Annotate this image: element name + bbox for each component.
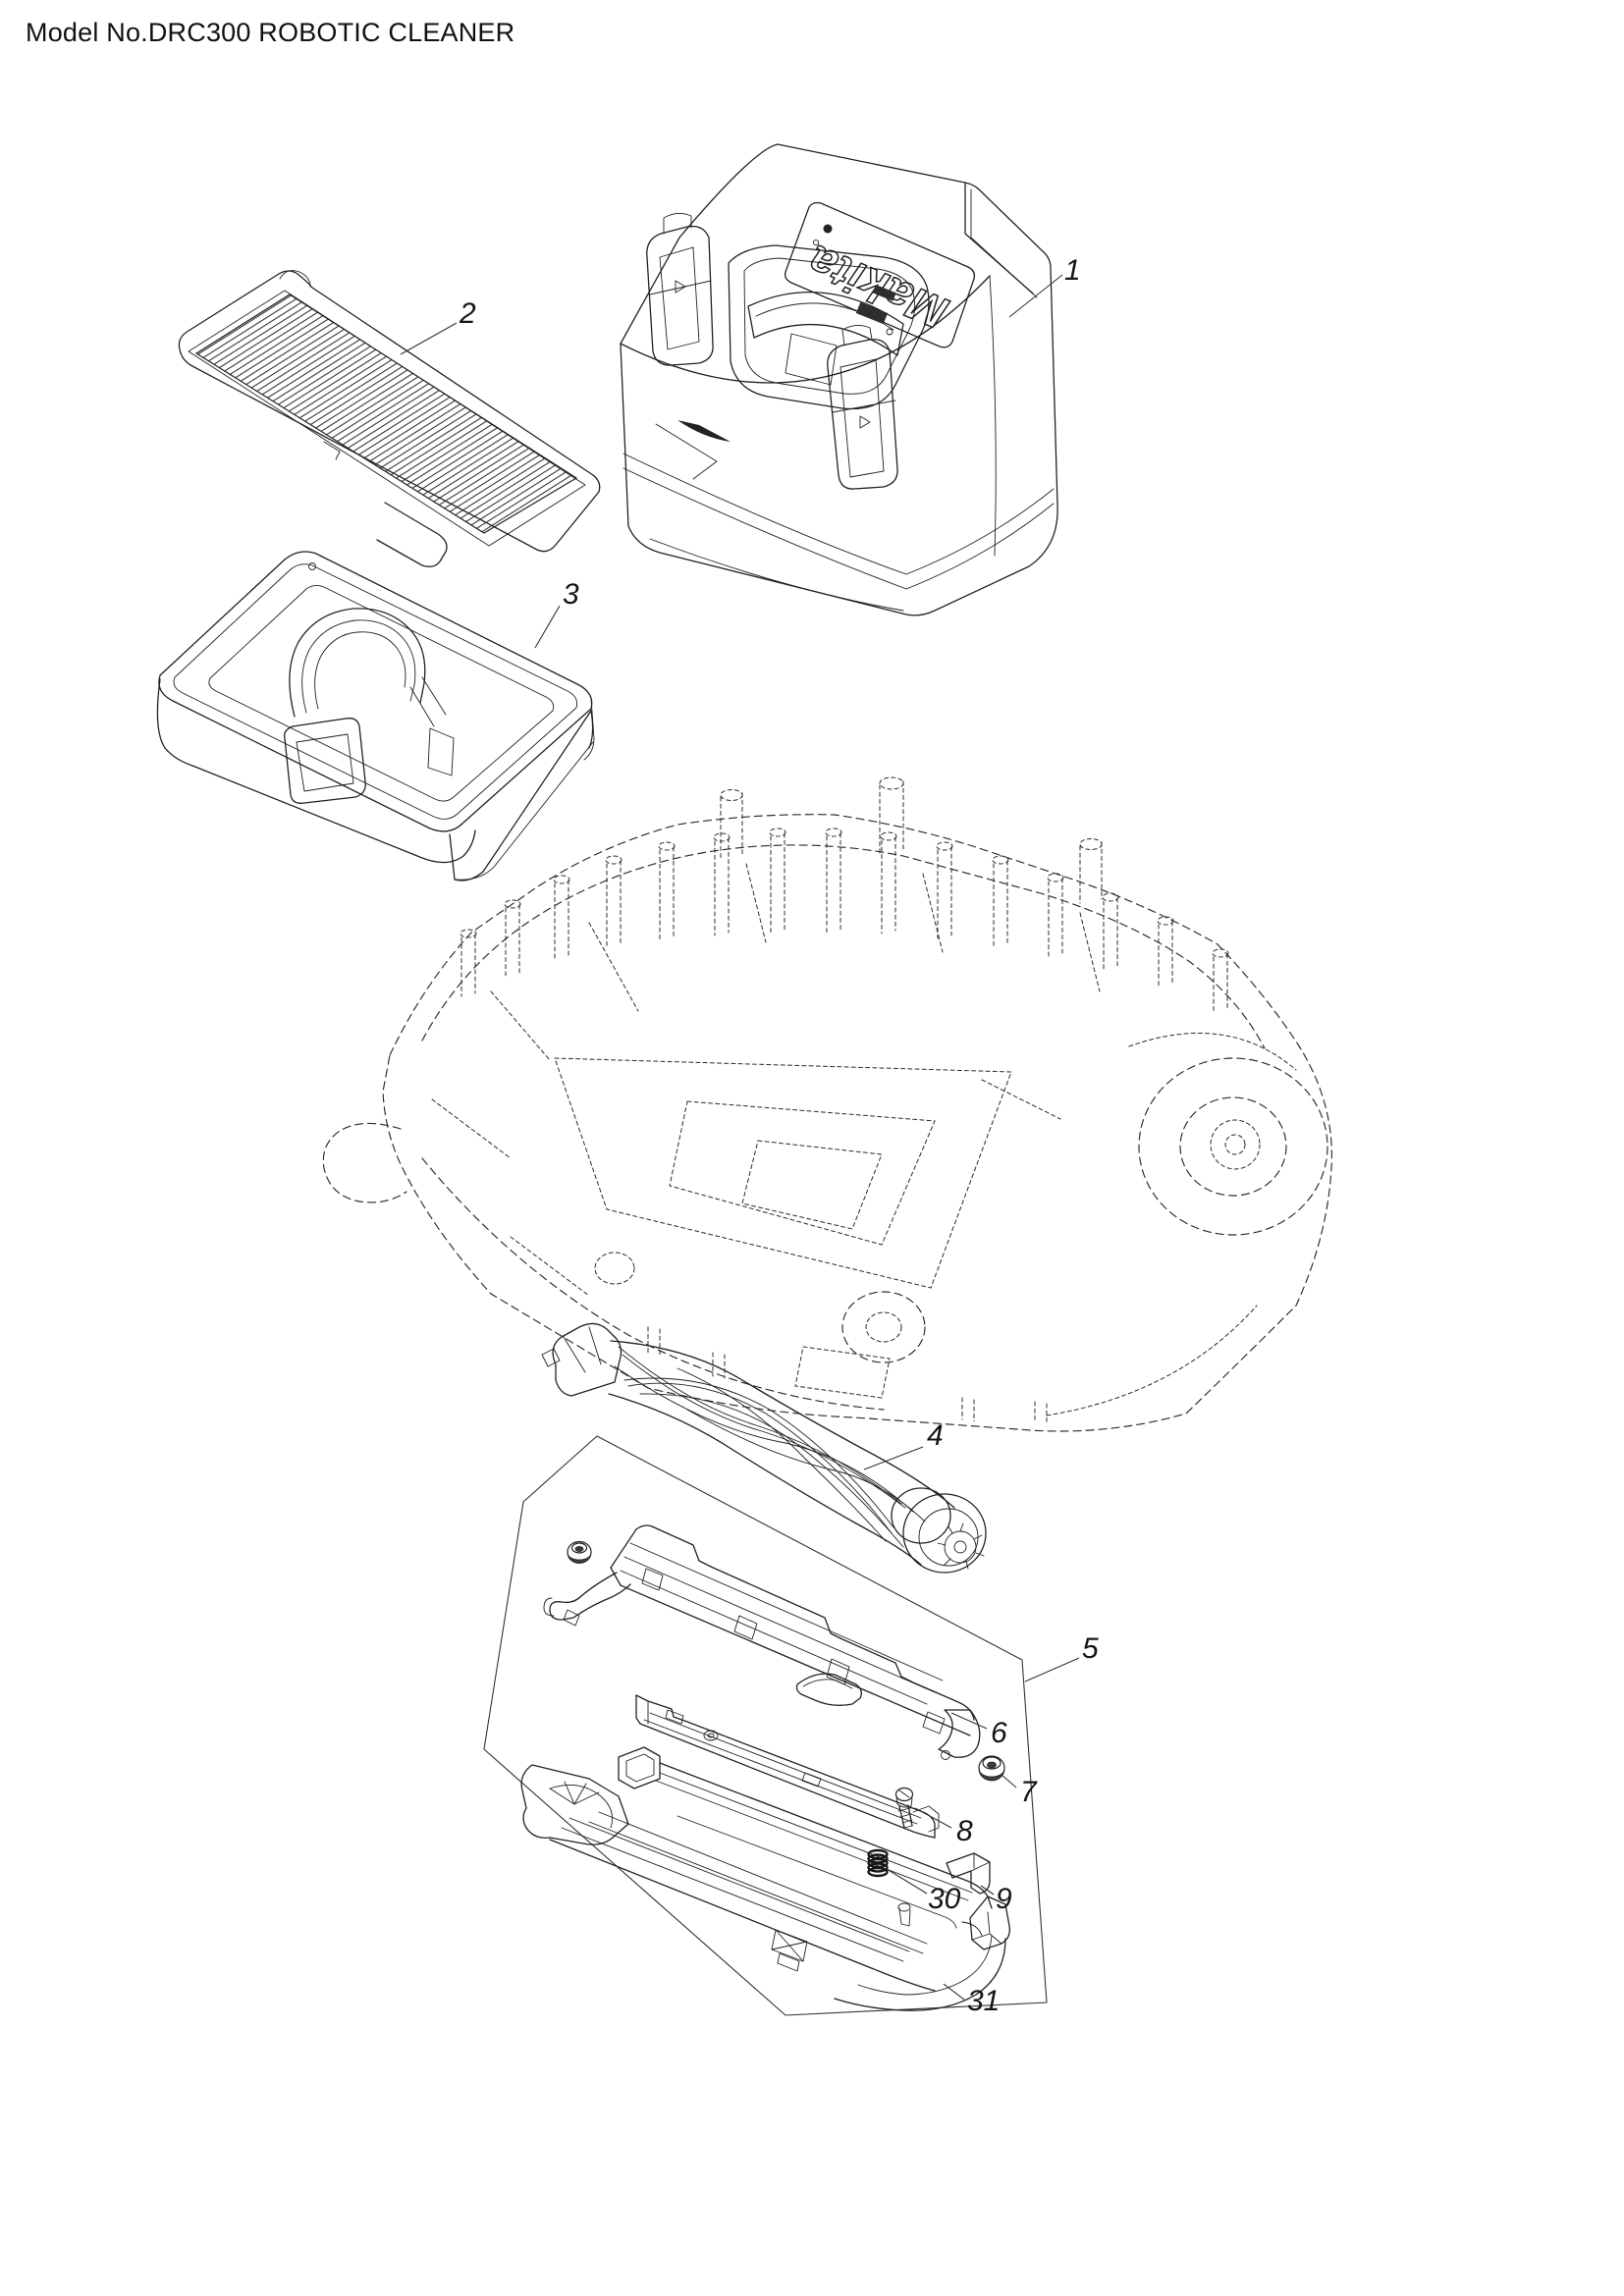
logo-plate: Makita [784,201,976,348]
leader-6 [950,1712,988,1730]
callout-1: 1 [1064,254,1081,287]
callout-6: 6 [991,1717,1007,1749]
base-plate-part-31 [520,1746,1010,2011]
dust-box-cover-part-1: Makita [620,143,1058,616]
screw-part-8 [894,1787,914,1829]
callout-8: 8 [956,1815,973,1847]
carry-handle [728,244,930,410]
callout-5: 5 [1082,1632,1099,1665]
latch-front [827,325,898,490]
cap-part-7 [978,1755,1005,1782]
leader-9 [980,1885,995,1896]
leader-lines [400,274,1080,2001]
spring-part-30 [867,1848,889,1878]
latch-left [646,213,714,366]
tray-handle [284,608,455,804]
callout-4: 4 [927,1419,944,1452]
leader-31 [943,1983,965,2001]
bushing-left [567,1540,592,1564]
main-brush-part-4 [541,1322,987,1574]
blade-holder-part-6 [543,1524,981,1760]
leader-7 [1001,1774,1017,1789]
callout-7: 7 [1020,1776,1037,1808]
callout-31: 31 [967,1985,1001,2017]
callout-30: 30 [928,1883,961,1915]
leader-4 [863,1446,924,1470]
chassis-reference-drawing [322,776,1332,1432]
dust-tray-part-3 [156,551,595,881]
leader-1 [1008,274,1063,318]
callout-9: 9 [996,1883,1012,1915]
leader-5 [1024,1657,1080,1682]
callout-3: 3 [563,578,579,611]
assembly-boundary-part-5 [483,1435,1048,2016]
leader-8 [914,1807,952,1829]
leader-3 [534,605,561,649]
leader-2 [400,322,458,355]
callout-2: 2 [460,297,476,330]
page-title: Model No.DRC300 ROBOTIC CLEANER [26,18,515,47]
filter-part-2 [178,270,601,567]
leader-30 [886,1868,928,1895]
support-rail [635,1694,940,1839]
